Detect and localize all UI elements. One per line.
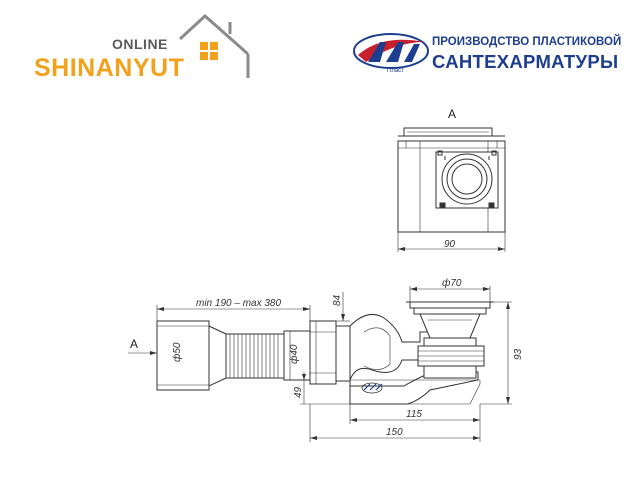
side-view-dimensions <box>128 286 512 442</box>
house-icon <box>178 13 250 78</box>
logo-online-text: ONLINE <box>112 36 168 52</box>
logo-line2-text: САНТЕХАРМАТУРЫ <box>432 51 619 72</box>
dim-d70: ф70 <box>442 277 462 289</box>
dim-length-range: min 190 – max 380 <box>196 298 281 309</box>
side-view-arrow-label: A <box>130 337 138 351</box>
side-view <box>156 301 494 405</box>
top-view <box>397 127 506 252</box>
manufacturer-logo: Пласт ПРОИЗВОДСТВО ПЛАСТИКОВОЙ САНТЕХАРМ… <box>352 28 632 78</box>
dim-93: 93 <box>513 348 524 360</box>
dim-115: 115 <box>406 409 422 420</box>
logo-brand-text: SHINANYUT <box>34 54 185 82</box>
dim-width-90: 90 <box>444 239 456 250</box>
manufacturer-emblem-icon <box>353 33 429 69</box>
dim-49: 49 <box>293 386 304 398</box>
dim-150: 150 <box>386 427 403 438</box>
dim-84: 84 <box>332 294 343 306</box>
shinanyut-logo: ONLINE SHINANYUT <box>30 12 260 82</box>
logo-badge-text: Пласт <box>387 68 404 74</box>
logo-line1-text: ПРОИЗВОДСТВО ПЛАСТИКОВОЙ <box>432 36 622 48</box>
top-view-label: A <box>448 107 456 121</box>
dim-d40: ф40 <box>288 344 300 364</box>
dim-d50: ф50 <box>171 342 183 362</box>
